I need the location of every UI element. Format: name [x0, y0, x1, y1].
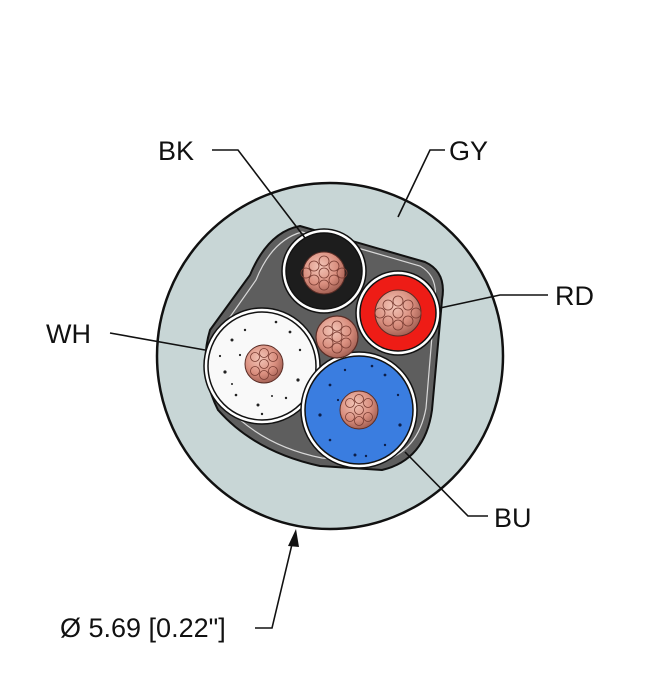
bk-label: BK: [158, 136, 194, 166]
bu-copper-strands: [339, 390, 379, 430]
bk-copper-strands: [302, 251, 346, 295]
bk-conductor: [281, 228, 367, 314]
bu-leader-line: [404, 451, 488, 517]
rd-conductor: [355, 270, 441, 356]
diameter-leader-line: [255, 539, 294, 629]
wh-copper-strands: [244, 344, 284, 384]
diameter-arrowhead: [288, 529, 299, 547]
bk-leader-line: [212, 149, 306, 239]
rd-label: RD: [555, 281, 594, 311]
wh-label: WH: [46, 319, 91, 349]
gy-label: GY: [449, 136, 488, 166]
rd-leader-line: [439, 294, 548, 309]
wh-leader-line: [109, 332, 206, 351]
rd-copper-strands: [374, 289, 422, 337]
bu-conductor: [300, 351, 418, 469]
gy-leader-line: [397, 149, 445, 218]
wh-conductor: [203, 307, 321, 425]
diameter-label: Ø 5.69 [0.22"]: [60, 613, 226, 643]
drain-wire: [315, 315, 359, 359]
bu-label: BU: [494, 503, 532, 533]
